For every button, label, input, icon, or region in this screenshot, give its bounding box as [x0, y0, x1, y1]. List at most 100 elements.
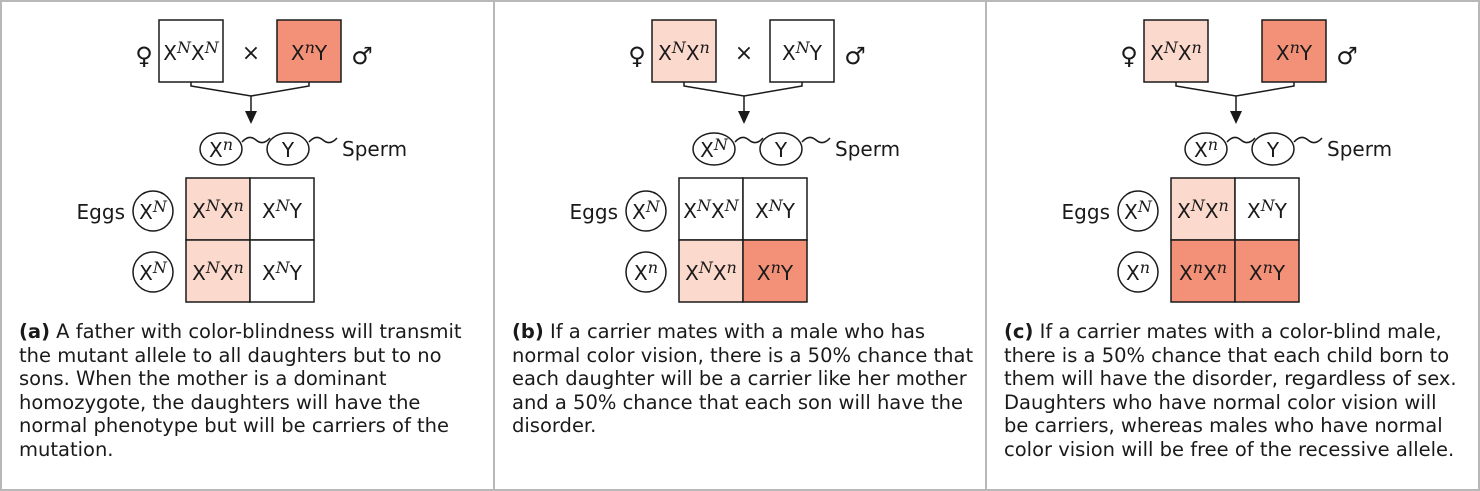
sperm-genotype: Y	[774, 138, 788, 162]
caption-b: (b) If a carrier mates with a male who h…	[512, 320, 974, 438]
sperm-cell	[199, 132, 243, 166]
panel-divider	[985, 2, 987, 489]
sperm-label: Sperm	[342, 137, 407, 161]
sperm-cell	[266, 132, 310, 166]
punnett-cell-genotype: XNXn	[1177, 196, 1229, 223]
punnett-cell	[742, 239, 808, 303]
father-genotype-label: XnY	[291, 38, 328, 65]
caption-label: (c)	[1004, 320, 1034, 343]
egg-cell	[132, 190, 174, 232]
punnett-cell-genotype: XNXn	[192, 196, 244, 223]
punnett-cell-genotype: XnY	[1249, 258, 1286, 285]
sperm-tail-icon	[801, 136, 831, 144]
sperm-label: Sperm	[835, 137, 900, 161]
sperm-cell	[1184, 132, 1228, 166]
mother-genotype-label: XNXn	[1150, 38, 1202, 65]
sperm-label: Sperm	[1327, 137, 1392, 161]
punnett-cell	[1170, 239, 1236, 303]
mother-genotype-box	[1143, 19, 1209, 83]
father-genotype-box	[769, 19, 835, 83]
egg-genotype: Xn	[1126, 258, 1150, 285]
caption-a: (a) A father with color-blindness will t…	[19, 320, 481, 461]
egg-cell	[625, 190, 667, 232]
egg-genotype: XN	[1124, 197, 1153, 224]
sperm-tail-icon	[1226, 136, 1256, 144]
female-symbol-icon: ♀	[628, 42, 646, 70]
punnett-cell-genotype: XNY	[755, 196, 796, 223]
sperm-cell	[692, 132, 736, 166]
father-genotype-label: XNY	[782, 38, 823, 65]
female-symbol-icon: ♀	[1120, 42, 1138, 70]
egg-genotype: XN	[632, 197, 661, 224]
cross-symbol: ×	[242, 41, 260, 66]
arrow-head-icon	[1230, 111, 1242, 124]
sperm-genotype: Y	[281, 138, 295, 162]
punnett-cell-genotype: XNXn	[192, 258, 244, 285]
caption-label: (a)	[19, 320, 50, 343]
sperm-tail-icon	[241, 136, 271, 144]
eggs-label: Eggs	[1062, 200, 1110, 224]
egg-genotype: Xn	[634, 258, 658, 285]
father-genotype-box	[1261, 19, 1327, 83]
punnett-cell-genotype: XNXN	[683, 196, 739, 223]
cross-connector-line	[1175, 82, 1295, 97]
punnett-cell-genotype: XNXn	[685, 258, 737, 285]
sperm-tail-icon	[734, 136, 764, 144]
punnett-cell	[678, 239, 744, 303]
mother-genotype-box	[158, 19, 224, 83]
egg-cell	[1117, 251, 1159, 293]
egg-cell	[625, 251, 667, 293]
sperm-cell	[1251, 132, 1295, 166]
caption-text: If a carrier mates with a color-blind ma…	[1004, 320, 1457, 461]
arrow-head-icon	[245, 111, 257, 124]
punnett-cell	[742, 177, 808, 241]
cross-connector-line	[683, 82, 803, 97]
panel-divider	[493, 2, 495, 489]
caption-text: If a carrier mates with a male who has n…	[512, 320, 974, 437]
female-symbol-icon: ♀	[135, 42, 153, 70]
egg-genotype: XN	[139, 258, 168, 285]
father-genotype-label: XnY	[1276, 38, 1313, 65]
cross-symbol: ×	[735, 41, 753, 66]
punnett-cell-genotype: XNY	[1247, 196, 1288, 223]
caption-c: (c) If a carrier mates with a color-blin…	[1004, 320, 1466, 461]
punnett-cell	[249, 177, 315, 241]
male-symbol-icon: ♂	[1336, 42, 1358, 70]
punnett-cell	[1234, 177, 1300, 241]
cross-connector-line	[190, 82, 310, 97]
arrow-head-icon	[738, 111, 750, 124]
punnett-cell-genotype: XnXn	[1179, 258, 1227, 285]
caption-text: A father with color-blindness will trans…	[19, 320, 462, 461]
punnett-cell-genotype: XnY	[757, 258, 794, 285]
eggs-label: Eggs	[570, 200, 618, 224]
egg-genotype: XN	[139, 197, 168, 224]
eggs-label: Eggs	[77, 200, 125, 224]
caption-label: (b)	[512, 320, 544, 343]
mother-genotype-label: XNXN	[163, 38, 219, 65]
male-symbol-icon: ♂	[351, 42, 373, 70]
egg-cell	[1117, 190, 1159, 232]
sperm-genotype: Y	[1266, 138, 1280, 162]
egg-cell	[132, 251, 174, 293]
sperm-genotype: Xn	[1194, 135, 1218, 162]
punnett-cell-genotype: XNY	[262, 258, 303, 285]
male-symbol-icon: ♂	[844, 42, 866, 70]
mother-genotype-label: XNXn	[658, 38, 710, 65]
punnett-cell	[249, 239, 315, 303]
father-genotype-box	[276, 19, 342, 83]
sperm-cell	[759, 132, 803, 166]
punnett-cell	[185, 239, 251, 303]
sperm-genotype: XN	[700, 135, 729, 162]
sperm-tail-icon	[1293, 136, 1323, 144]
sperm-tail-icon	[308, 136, 338, 144]
punnett-cell-genotype: XNY	[262, 196, 303, 223]
sperm-genotype: Xn	[209, 135, 233, 162]
punnett-cell	[1234, 239, 1300, 303]
